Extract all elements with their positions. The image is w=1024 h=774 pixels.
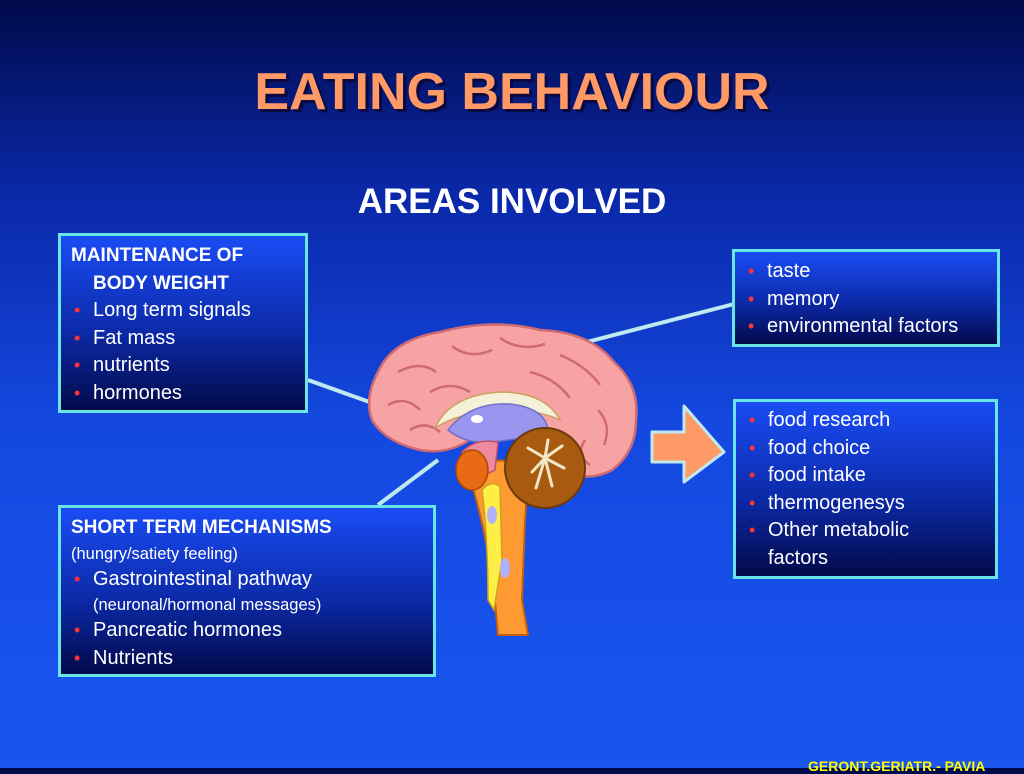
body-weight-item: hormones [71,380,295,408]
outcome-item: thermogenesys [746,490,985,518]
short-term-item-note: (neuronal/hormonal messages) [93,596,322,614]
short-term-item: Nutrients [71,645,423,673]
slide-title: EATING BEHAVIOUR [254,63,770,121]
slide-subtitle: AREAS INVOLVED [357,182,667,221]
short-term-note: (hungry/satiety feeling) [71,544,238,563]
body-weight-heading-line1: MAINTENANCE OF [71,245,244,266]
outcome-item: food research [746,407,985,435]
outcomes-box: food research food choice food intake th… [733,399,998,579]
outcome-item: food intake [746,462,985,490]
cortex-factors-box: taste memory environmental factors [732,249,1000,347]
cortex-factor-item: taste [745,258,987,286]
outcome-item: food choice [746,435,985,463]
body-weight-item: Fat mass [71,325,295,353]
body-weight-item: nutrients [71,352,295,380]
short-term-item: Gastrointestinal pathway [71,566,423,594]
short-term-item: Pancreatic hormones [71,617,423,645]
arrow-right-icon [650,404,726,484]
outcome-item: Other metabolic factors [746,517,948,572]
body-weight-box: MAINTENANCE OF BODY WEIGHT Long term sig… [58,233,308,413]
short-term-box: SHORT TERM MECHANISMS (hungry/satiety fe… [58,505,436,677]
short-term-heading: SHORT TERM MECHANISMS [71,517,332,538]
cortex-factor-item: memory [745,286,987,314]
cortex-factor-item: environmental factors [745,313,987,341]
connector-short-term [376,458,440,507]
body-weight-item: Long term signals [71,297,295,325]
brain-stem-icon [468,459,530,636]
body-weight-heading-line2: BODY WEIGHT [93,272,229,294]
cerebrum-icon [367,323,638,491]
footer-credit: GERONT.GERIATR.- PAVIA [808,758,986,774]
cerebellum-icon [504,427,586,509]
